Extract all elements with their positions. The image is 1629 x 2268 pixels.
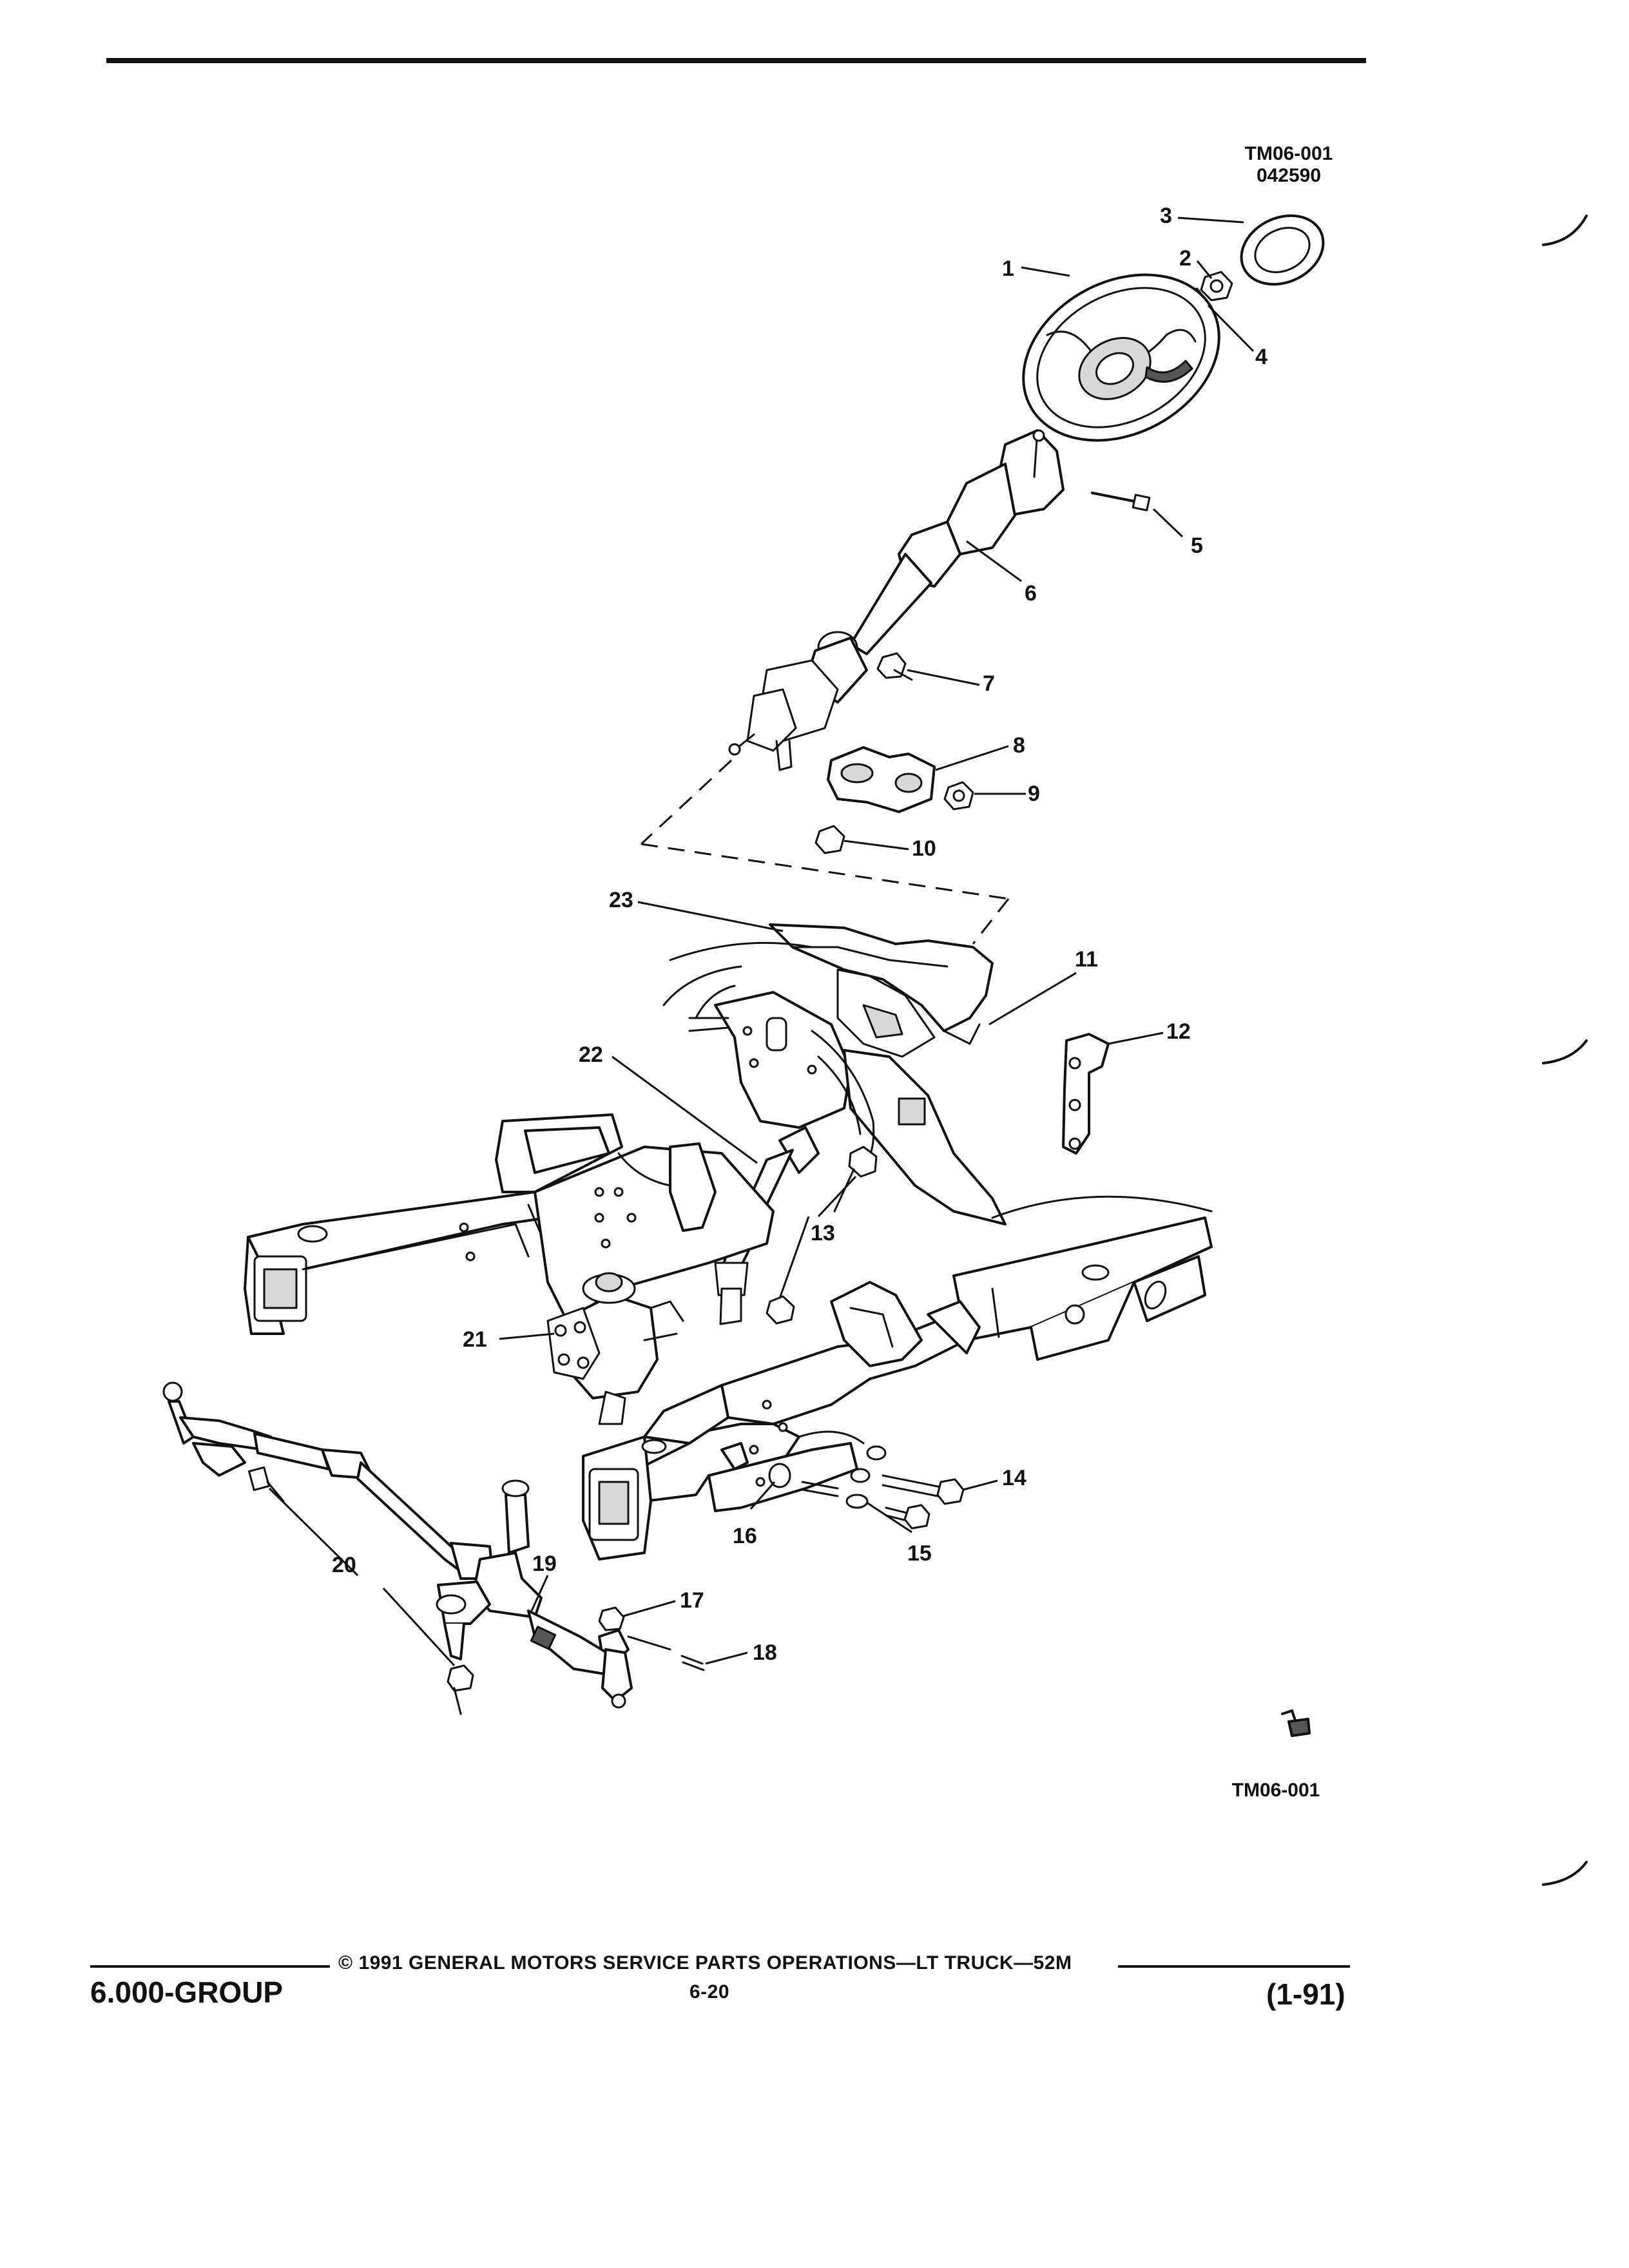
side-bracket (1062, 1033, 1110, 1155)
figure-code-header: TM06-001 042590 (1211, 143, 1366, 187)
callout-1: 1 (1002, 256, 1014, 281)
callout-18: 18 (753, 1640, 777, 1665)
steering-nut (1200, 271, 1233, 302)
frame-left-rail (244, 1113, 775, 1335)
callout-19: 19 (532, 1552, 557, 1576)
frame-right-rail (952, 1195, 1213, 1361)
top-rule (106, 58, 1366, 63)
callout-15: 15 (907, 1541, 932, 1566)
figure-code: TM06-001 (1231, 1780, 1320, 1801)
column-bolt-7 (876, 652, 913, 681)
leader-lines (268, 216, 1255, 1667)
horn-cap (1240, 214, 1325, 286)
callout-7: 7 (983, 671, 995, 696)
footer-date: (1-91) (1266, 1977, 1345, 2011)
steering-column (728, 429, 1065, 771)
steering-gear (546, 1272, 684, 1425)
footer-page-number: 6-20 (689, 1981, 730, 2003)
footer-rule-right (1118, 1965, 1350, 1968)
callout-12: 12 (1166, 1019, 1191, 1044)
binding-marks (1542, 215, 1588, 1886)
steering-linkage (162, 1381, 633, 1715)
figure-code-line1: TM06-001 (1244, 143, 1333, 164)
callout-17: 17 (680, 1588, 704, 1613)
column-bracket (827, 746, 936, 813)
callout-10: 10 (912, 836, 936, 861)
assembly-guide-lines (640, 759, 1010, 945)
dash-panel (662, 941, 1007, 1225)
footer-copyright: © 1991 GENERAL MOTORS SERVICE PARTS OPER… (338, 1952, 1072, 1974)
cu-mark (1281, 1709, 1311, 1737)
callout-22: 22 (579, 1043, 603, 1067)
front-crossmember (582, 1281, 981, 1561)
callout-numbers: 1 2 3 4 5 6 7 8 9 10 11 12 13 14 15 16 1… (332, 204, 1268, 1665)
callout-23: 23 (609, 888, 633, 912)
callout-5: 5 (1191, 533, 1203, 558)
bracket-bolt (815, 825, 845, 854)
callout-2: 2 (1179, 246, 1191, 271)
figure-code-line2: 042590 (1256, 165, 1322, 186)
footer-rule-left (90, 1965, 330, 1968)
callout-11: 11 (1075, 947, 1098, 972)
column-support (769, 923, 994, 1058)
callout-6: 6 (1025, 581, 1037, 606)
bracket-nut (943, 781, 974, 811)
callout-3: 3 (1160, 204, 1172, 228)
lock-bolt (1091, 492, 1151, 512)
callout-9: 9 (1028, 782, 1040, 806)
callout-13: 13 (811, 1221, 835, 1245)
callout-8: 8 (1013, 733, 1025, 758)
footer-group: 6.000-GROUP (90, 1975, 284, 2009)
mounting-bolts (768, 1445, 965, 1530)
callout-20: 20 (332, 1553, 356, 1577)
callout-16: 16 (733, 1524, 757, 1548)
callout-14: 14 (1002, 1466, 1027, 1490)
callout-4: 4 (1255, 345, 1268, 369)
callout-21: 21 (463, 1327, 487, 1352)
